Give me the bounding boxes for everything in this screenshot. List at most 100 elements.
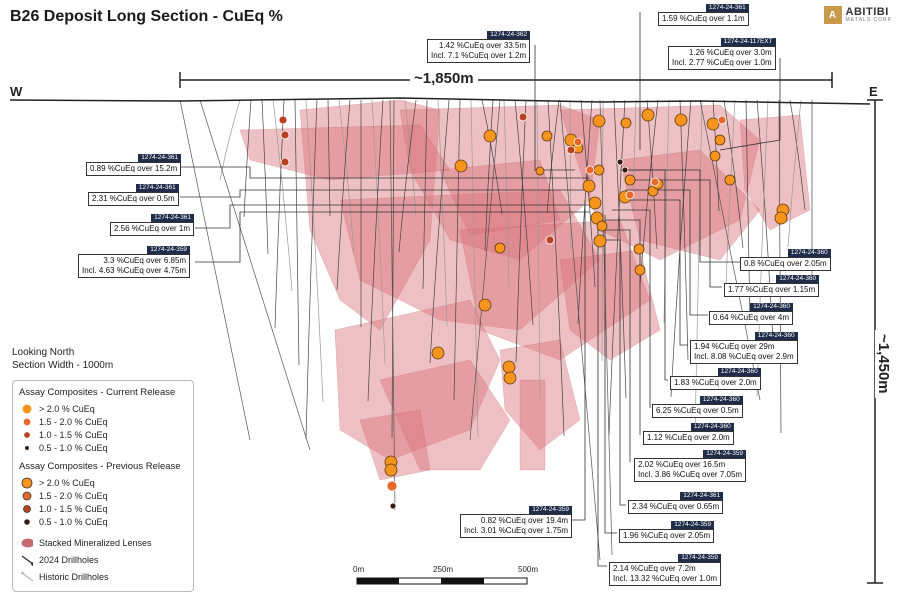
assay-composite xyxy=(518,112,528,122)
drillhole-trace xyxy=(725,99,736,286)
drillhole-trace xyxy=(547,99,565,437)
assay-composite xyxy=(384,463,398,477)
drillhole-historic-icon xyxy=(21,571,33,583)
drillhole-trace xyxy=(559,99,601,561)
leader-line xyxy=(605,219,641,435)
assay-composite xyxy=(624,174,636,186)
callout-box: 1274-24-117EXT 1.26 %CuEq over 3.0m Incl… xyxy=(668,38,776,70)
drillhole-trace xyxy=(274,99,285,329)
section-width: Section Width - 1000m xyxy=(12,360,114,371)
lens-shape xyxy=(519,379,546,471)
drillhole-trace xyxy=(569,99,572,251)
drillhole-trace xyxy=(663,99,670,324)
lens-shape xyxy=(439,159,561,236)
leader-line xyxy=(572,200,586,521)
drillhole-trace xyxy=(599,99,613,556)
drillhole-trace xyxy=(199,99,311,451)
drillhole-trace xyxy=(789,99,806,211)
drillhole-trace xyxy=(546,99,560,214)
view-direction: Looking North xyxy=(12,347,75,358)
assay-composite xyxy=(641,108,655,122)
scale-label-250: 250m xyxy=(433,565,454,574)
leader-line xyxy=(604,215,617,534)
callout-box: 1274-24-359 3.3 %CuEq over 6.85m Incl. 4… xyxy=(78,246,191,278)
assay-composite xyxy=(278,115,288,125)
assay-composite xyxy=(593,164,605,176)
assay-composite xyxy=(545,235,555,245)
drillhole-trace xyxy=(503,99,510,289)
legend-previous-15-20: 1.5 - 2.0 % CuEq xyxy=(21,490,108,502)
assay-composite xyxy=(616,158,624,166)
callout-box: 1274-24-360 1.12 %CuEq over 2.0m xyxy=(643,423,734,445)
logo-mark-icon: A xyxy=(823,6,842,24)
scale-label-0: 0m xyxy=(353,565,365,574)
drillhole-trace xyxy=(608,99,626,436)
drillhole-trace xyxy=(179,99,251,441)
leader-line xyxy=(622,199,688,346)
assay-composite xyxy=(585,165,595,175)
assay-composite xyxy=(592,114,606,128)
drillhole-trace xyxy=(694,99,703,435)
lens-shape xyxy=(359,409,431,481)
assay-composite xyxy=(709,150,721,162)
assay-composite xyxy=(724,174,736,186)
legend-previous-gt2: > 2.0 % CuEq xyxy=(21,477,95,489)
assay-composite xyxy=(621,166,629,174)
west-label: W xyxy=(10,84,23,99)
assay-composite xyxy=(386,480,398,492)
drillhole-trace xyxy=(305,99,318,440)
drillhole-trace xyxy=(336,99,351,291)
drillhole-trace xyxy=(613,99,627,399)
leader-line xyxy=(597,225,607,567)
drillhole-trace xyxy=(536,99,541,400)
assay-composite xyxy=(483,129,497,143)
assay-composite xyxy=(389,502,397,510)
callout-leaders xyxy=(180,12,781,567)
logo-subtitle: METALS CORP xyxy=(845,17,892,23)
assay-composite xyxy=(717,115,727,125)
assay-composite xyxy=(625,190,635,200)
drillhole-trace xyxy=(514,99,534,326)
callout-box: 1274-24-360 0.64 %CuEq over 4m xyxy=(709,303,794,325)
vertical-dimension-label: ~1,450m xyxy=(875,330,892,398)
callout-box: 1274-24-361 2.56 %CuEq over 1m xyxy=(110,214,195,236)
topographic-surface xyxy=(9,97,871,105)
legend-current-05-10: 0.5 - 1.0 % CuEq xyxy=(21,442,108,454)
mineralized-lenses xyxy=(239,99,811,481)
leader-line xyxy=(620,169,668,381)
assay-composite xyxy=(566,145,576,155)
leader-line xyxy=(180,189,590,198)
drillhole-trace xyxy=(422,99,428,290)
leader-line xyxy=(598,239,626,506)
east-label: E xyxy=(869,84,878,99)
drillhole-trace xyxy=(723,99,744,249)
callout-box: 1274-24-359 1.96 %CuEq over 2.05m xyxy=(619,521,715,543)
callout-box: 1274-24-360 1.83 %CuEq over 2.0m xyxy=(670,368,761,390)
legend-previous-05-10: 0.5 - 1.0 % CuEq xyxy=(21,516,108,528)
drillhole-trace xyxy=(219,99,241,181)
drillhole-trace xyxy=(371,99,386,365)
drillhole-trace xyxy=(679,99,689,361)
leader-line xyxy=(612,209,651,408)
assay-composite xyxy=(573,137,583,147)
drillhole-trace xyxy=(515,99,527,363)
assay-composite xyxy=(588,196,602,210)
leader-line xyxy=(534,45,575,171)
assay-composite xyxy=(478,298,492,312)
assay-composite xyxy=(431,346,445,360)
leader-line xyxy=(630,179,722,288)
legend-previous-header: Assay Composites - Previous Release xyxy=(19,461,181,472)
drillhole-trace xyxy=(243,99,252,218)
callout-box: 1274-24-361 0.89 %CuEq over 15.2m xyxy=(86,154,182,176)
callout-box: 1274-24-359 2.02 %CuEq over 16.5m Incl. … xyxy=(634,450,747,482)
drillhole-trace xyxy=(261,99,269,255)
drillhole-trace xyxy=(391,99,395,439)
assay-composite xyxy=(596,220,608,232)
drillhole-trace xyxy=(756,99,775,360)
drillhole-trace xyxy=(453,99,461,401)
drillhole-trace xyxy=(470,99,479,438)
legend-current-10-15: 1.0 - 1.5 % CuEq xyxy=(21,429,108,441)
drillhole-trace xyxy=(338,99,355,254)
drillhole-trace xyxy=(294,99,300,366)
